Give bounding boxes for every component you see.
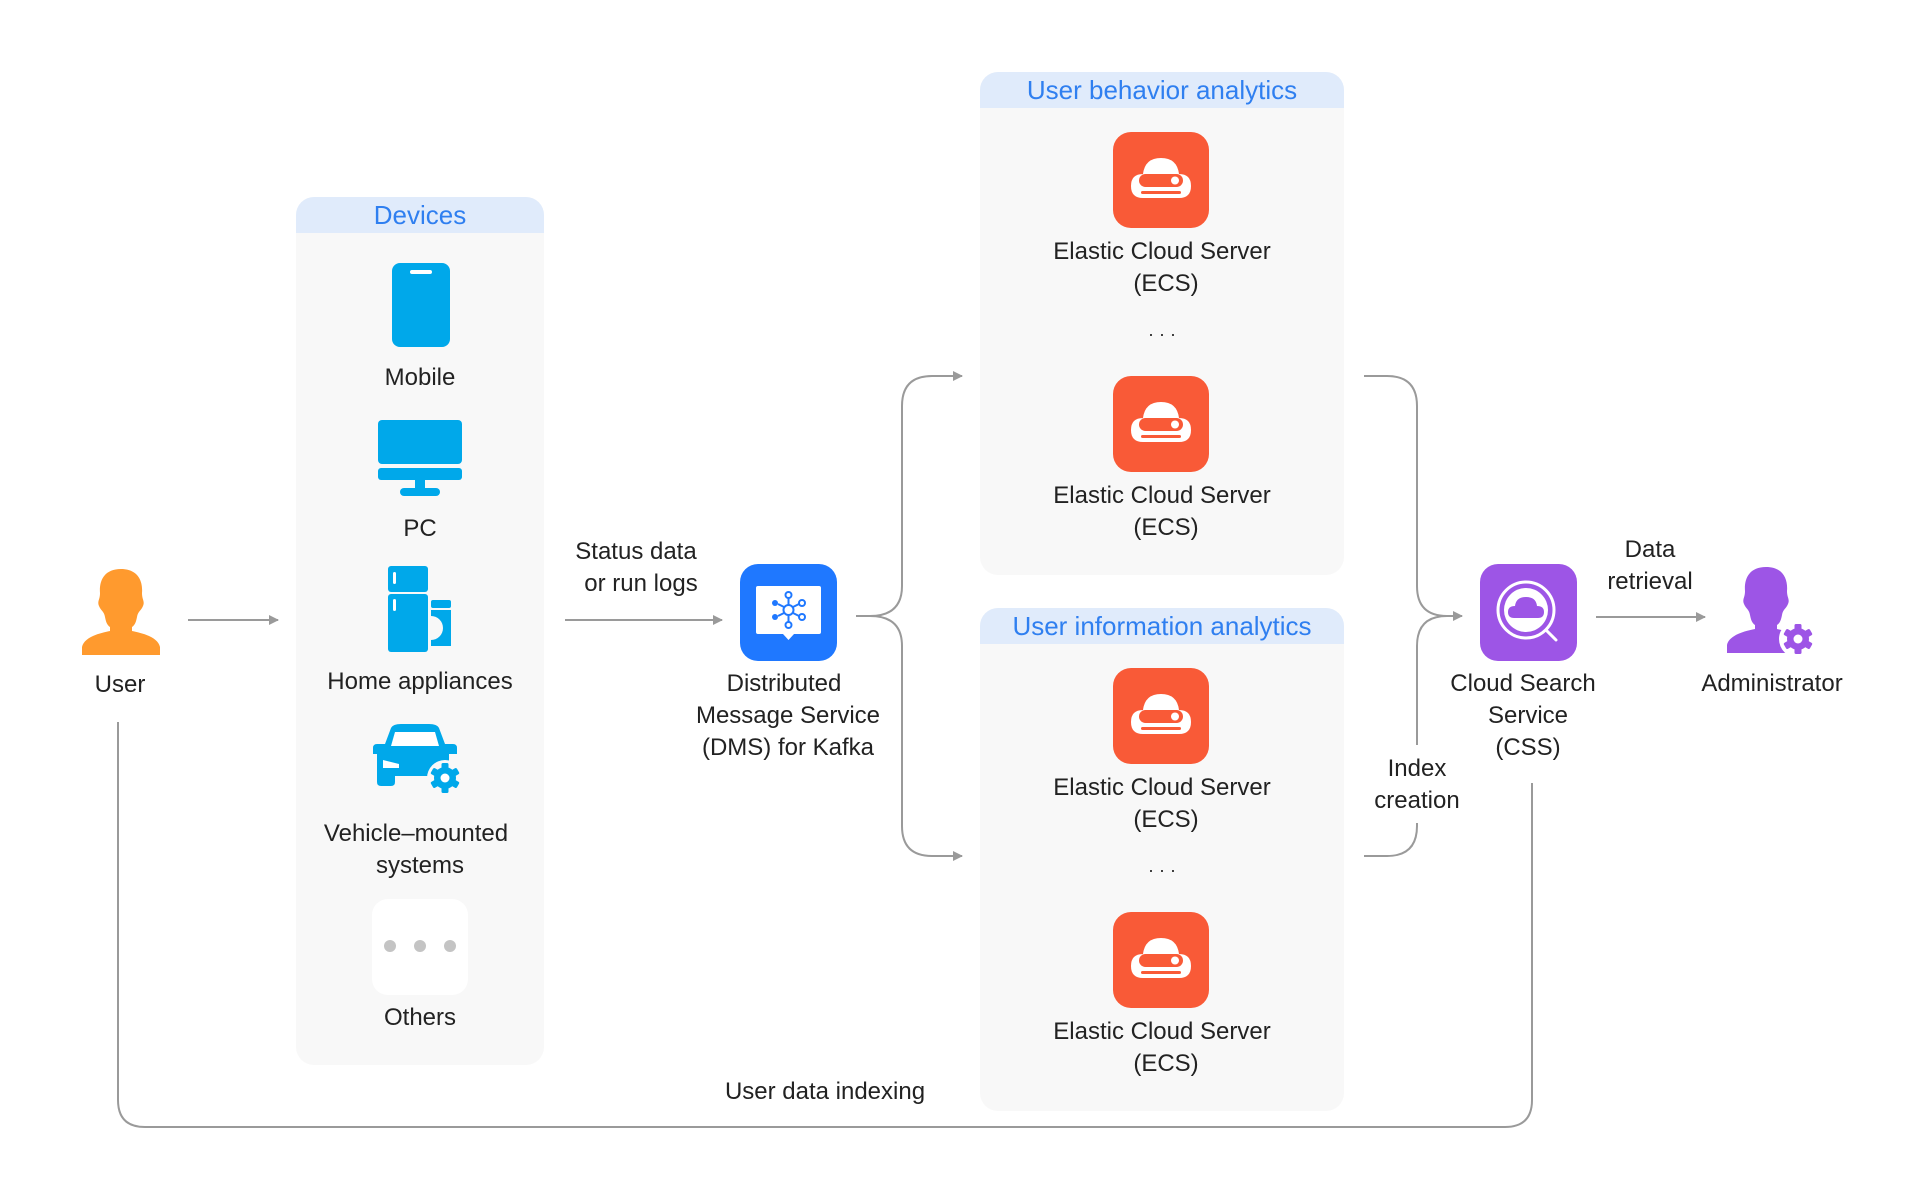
devices-panel-title: Devices	[296, 197, 544, 233]
ecs-label-abbr: (ECS)	[1133, 270, 1199, 297]
device-label-vehicle-line2: systems	[375, 852, 464, 879]
ecs-label: Elastic Cloud Server	[1053, 1018, 1271, 1045]
css-label-line2: Service	[1487, 702, 1569, 729]
ecs-label: Elastic Cloud Server	[1053, 774, 1271, 801]
device-label-pc: PC	[403, 515, 437, 542]
css-label-line1: Cloud Search	[1450, 670, 1596, 697]
device-label-mobile: Mobile	[384, 364, 456, 391]
edge-label-status-data-line1: Status data	[575, 538, 697, 565]
ecs-label: Elastic Cloud Server	[1053, 482, 1271, 509]
brace-info-to-css-upper	[1416, 615, 1448, 745]
user-label: User	[94, 671, 146, 698]
home-appliance-icon	[388, 566, 452, 652]
mobile-phone-icon	[392, 263, 450, 347]
monitor-icon	[378, 420, 462, 498]
car-gear-icon	[373, 724, 465, 796]
more-dots-icon	[372, 899, 468, 995]
dms-label-line3: (DMS) for Kafka	[701, 734, 875, 761]
ecs-label-abbr: (ECS)	[1133, 514, 1199, 541]
cloud-search-service-icon[interactable]	[1480, 564, 1577, 661]
device-label-vehicle-line1: Vehicle–mounted	[323, 820, 509, 847]
user-icon	[80, 567, 162, 657]
edge-label-index-line2: creation	[1374, 787, 1460, 814]
edge-label-index-line1: Index	[1387, 755, 1447, 782]
ellipsis: · · ·	[1148, 860, 1176, 880]
brace-dms-to-behavior	[856, 371, 963, 617]
brace-info-to-css	[1364, 823, 1418, 857]
device-label-others: Others	[383, 1004, 457, 1031]
ecs-icon[interactable]	[1113, 376, 1209, 472]
dms-kafka-icon[interactable]	[740, 564, 837, 661]
css-label-line3: (CSS)	[1495, 734, 1561, 761]
edge-label-user-data-indexing: User data indexing	[724, 1078, 926, 1105]
user-behavior-analytics-title: User behavior analytics	[980, 72, 1344, 108]
brace-behavior-to-css	[1364, 375, 1463, 621]
ecs-icon[interactable]	[1113, 132, 1209, 228]
ecs-icon[interactable]	[1113, 912, 1209, 1008]
user-information-analytics-title: User information analytics	[980, 608, 1344, 644]
edge-label-status-data-line2: or run logs	[584, 570, 698, 597]
ecs-icon[interactable]	[1113, 668, 1209, 764]
ellipsis: · · ·	[1148, 324, 1176, 344]
ecs-label-abbr: (ECS)	[1133, 1050, 1199, 1077]
user-data-indexing-line	[117, 722, 1533, 1128]
edge-label-data-retrieval-line2: retrieval	[1607, 568, 1693, 595]
brace-dms-to-info	[869, 615, 963, 861]
dms-label-line1: Distributed	[726, 670, 842, 697]
administrator-label: Administrator	[1701, 670, 1843, 697]
device-label-home-appliances: Home appliances	[327, 668, 513, 695]
administrator-icon	[1726, 565, 1818, 659]
ecs-label-abbr: (ECS)	[1133, 806, 1199, 833]
edge-label-data-retrieval-line1: Data	[1624, 536, 1676, 563]
ecs-label: Elastic Cloud Server	[1053, 238, 1271, 265]
dms-label-line2: Message Service	[695, 702, 881, 729]
